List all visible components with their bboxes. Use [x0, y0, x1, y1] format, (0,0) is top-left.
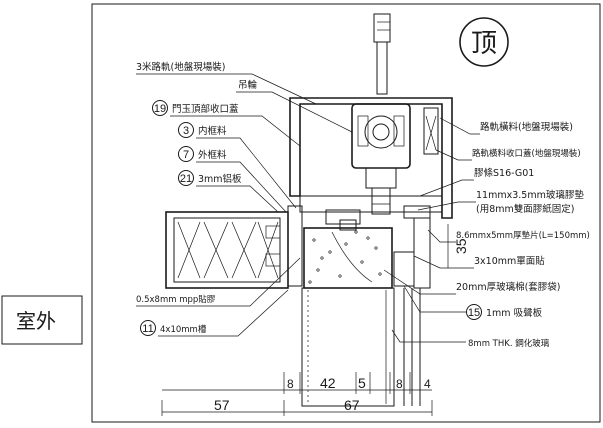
outer-frame — [165, 211, 289, 289]
side-label-box — [1, 295, 83, 345]
glass-panel — [301, 287, 395, 407]
label-inner-frame: 内框料 — [198, 125, 227, 137]
dim-57: 57 — [214, 397, 230, 413]
dim-4: 4 — [424, 377, 431, 391]
label-glass: 8mm THK. 鋼化玻璃 — [468, 338, 550, 349]
bracket-cap — [423, 107, 439, 155]
label-door-top-cap: 門玉頂部收口蓋 — [172, 103, 239, 115]
dim-8b: 8 — [396, 377, 403, 391]
label-mpp-tape: 0.5x8mm mpp貼膠 — [136, 294, 216, 305]
label-single-face-tape: 3x10mm單面貼 — [474, 255, 545, 267]
label-outer-frame: 外框料 — [198, 149, 227, 161]
callout-15 — [466, 304, 482, 320]
hanger-rod — [376, 41, 388, 95]
hanger-rod-top — [373, 13, 391, 43]
callout-19 — [152, 100, 168, 116]
dim-67: 67 — [344, 397, 360, 413]
insulation-pattern — [177, 221, 279, 279]
label-rail: 3米路軌(地盤現場裝) — [136, 61, 225, 73]
door-head-profile — [299, 195, 443, 213]
dim-35: 35 — [453, 238, 469, 254]
label-sound-board: 1mm 吸聲板 — [486, 307, 543, 319]
label-rail-bracket: 路軌橫料(地盤現場裝) — [480, 121, 573, 133]
label-glass-gasket: 11mmx3.5mm玻璃膠墊 — [476, 189, 584, 201]
svg-text:21: 21 — [180, 173, 192, 185]
drawing-frame — [91, 3, 601, 423]
callout-3 — [178, 122, 194, 138]
dim-5: 5 — [358, 375, 366, 391]
glass-pocket — [303, 227, 393, 289]
dim-8a: 8 — [287, 377, 294, 391]
callout-7 — [178, 146, 194, 162]
leader-rail — [136, 73, 317, 105]
inner-frame — [287, 205, 303, 287]
svg-text:19: 19 — [154, 103, 166, 115]
svg-text:7: 7 — [183, 149, 189, 161]
label-pad: 8.6mmx5mm厚墊片(L=150mm) — [456, 230, 590, 241]
rail-bracket — [289, 97, 453, 219]
label-hanging-wheel: 吊輪 — [238, 79, 258, 91]
top-mark: 顶 — [471, 29, 497, 59]
label-groove: 4x10mm槽 — [160, 324, 207, 335]
svg-text:15: 15 — [468, 307, 480, 319]
dim-42: 42 — [320, 375, 336, 391]
label-glass-wool: 20mm厚玻璃棉(套膠袋) — [456, 281, 561, 293]
dimension-lines — [161, 224, 449, 416]
svg-text:11: 11 — [142, 323, 153, 335]
label-rail-bracket-cap: 路軌橫料收口蓋(地盤現場裝) — [472, 148, 581, 159]
label-aluminium-plate: 3mm铝板 — [198, 173, 242, 185]
hanging-wheel — [351, 103, 411, 169]
callout-21 — [178, 170, 194, 186]
label-sealant: 膠條S16-G01 — [474, 167, 534, 179]
svg-text:3: 3 — [183, 125, 189, 137]
top-mark-circle — [459, 17, 509, 67]
callout-11 — [140, 320, 156, 336]
side-label: 室外 — [16, 309, 56, 333]
label-glass-gasket-note: (用8mm雙面膠紙固定) — [476, 203, 574, 215]
